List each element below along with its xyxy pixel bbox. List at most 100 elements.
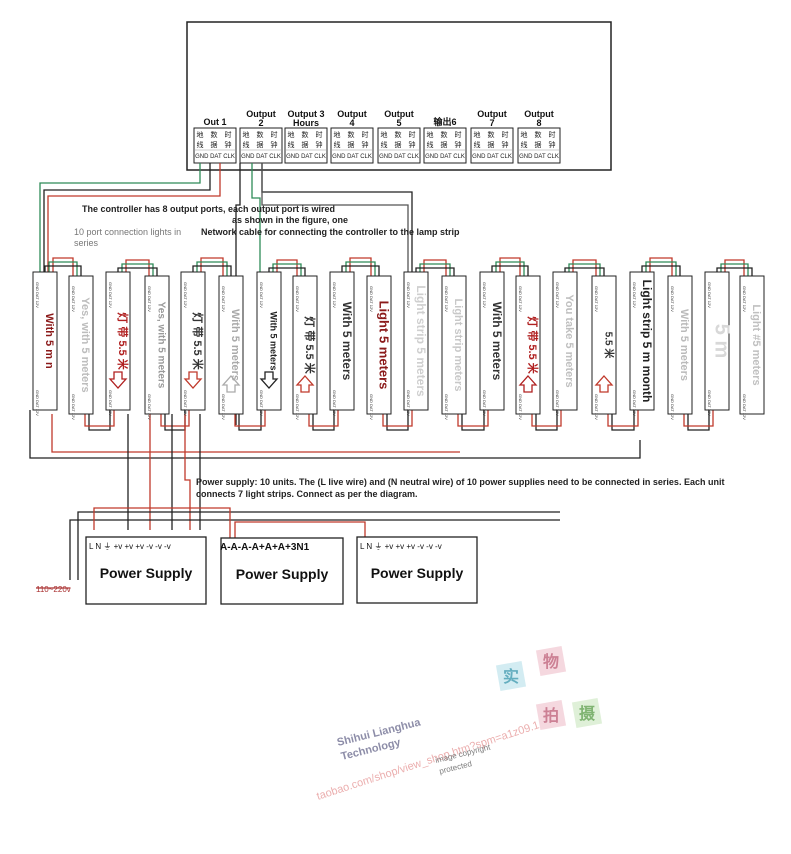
strip-pin-label-top: GND DAT 12V — [707, 282, 712, 308]
strip-body — [704, 271, 730, 411]
strip-pin-label-top: GND DAT 12V — [183, 282, 188, 308]
strip-body — [441, 275, 467, 415]
port-sublabel: 8 — [536, 118, 541, 128]
strip-pin-label-top: GND DAT 12V — [444, 286, 449, 312]
pin-label-top: 地 — [334, 130, 341, 139]
ac-link-wire — [234, 521, 366, 540]
port-terminal-block — [377, 127, 421, 164]
port-terminal-block — [423, 127, 467, 164]
strip-body — [739, 275, 765, 415]
strip-pin-label-bottom: GND DAT 12V — [632, 390, 637, 416]
power-bus-wire — [51, 414, 460, 453]
strip-link-wire-top — [341, 265, 380, 276]
pin-label-mid: 据 — [211, 140, 218, 149]
strip-pin-label-top: GND DAT 12V — [147, 286, 152, 312]
stamp-char: 拍 — [543, 706, 559, 725]
pin-label-bottom: GND DAT CLK — [332, 154, 372, 160]
strip-pin-label-top: GND DAT 12V — [555, 282, 560, 308]
port-label: Output — [384, 109, 414, 119]
strip-label: With 5 meters — [229, 309, 241, 381]
strip-link-wire-bottom — [535, 410, 558, 431]
strip-pin-label-top: GND DAT 12V — [406, 282, 411, 308]
strip-link-wire-top — [268, 267, 306, 276]
wiring-lines — [29, 163, 753, 589]
strip-pin-label-top: GND DAT 12V — [259, 282, 264, 308]
port-label: Out 1 — [203, 117, 226, 127]
pin-label-mid: 据 — [488, 140, 495, 149]
ports-note-line1: 10 port connection lights in — [74, 227, 181, 237]
stamp-char: 物 — [543, 652, 559, 671]
power-feed-wire — [184, 414, 191, 530]
strip-label: With 5 meters — [678, 309, 690, 381]
arrow-up-icon — [295, 375, 315, 393]
strip-pin-label-bottom: GND DAT 12V — [670, 394, 675, 420]
pin-label-mid: 据 — [535, 140, 542, 149]
port-label: Output — [337, 109, 367, 119]
strip-pin-label-bottom: GND DAT 12V — [108, 390, 113, 416]
power-note-line1: Power supply: 10 units. The (L live wire… — [196, 477, 724, 487]
strip-link-wire-bottom — [160, 410, 190, 427]
pin-label-top: 地 — [474, 130, 481, 139]
pin-label-bottom: GND DAT CLK — [519, 154, 559, 160]
port-sublabel: 5 — [396, 118, 401, 128]
strip-pin-label-bottom: GND DAT 12V — [35, 390, 40, 416]
strip-body — [329, 271, 355, 411]
power-bus-wire — [29, 410, 641, 459]
strip-link-wire-bottom — [457, 410, 489, 427]
strip-link-wire-top — [196, 261, 228, 276]
strip-pin-label-bottom: GND DAT 12V — [369, 394, 374, 420]
strip-pin-label-top: GND DAT 12V — [482, 282, 487, 308]
pin-label-top: 数 — [395, 130, 402, 139]
strip-label: Light strip meters — [452, 299, 464, 392]
strip-pin-label-bottom: GND DAT 12V — [332, 390, 337, 416]
port-terminal-block — [239, 127, 283, 164]
power-note-line2: connects 7 light strips. Connect as per … — [196, 489, 418, 499]
strip-pin-label-bottom: GND DAT 12V — [406, 390, 411, 416]
strip-body — [479, 271, 505, 411]
ac-neutral-wire — [77, 511, 560, 580]
stamp-tile — [535, 645, 567, 677]
strip-body — [180, 271, 206, 411]
stamp-tile — [535, 699, 567, 731]
pin-label-top: 地 — [381, 130, 388, 139]
network-cable-note: Network cable for connecting the control… — [201, 227, 460, 237]
port-sublabel: 7 — [489, 118, 494, 128]
strip-pin-label-top: GND DAT 12V — [632, 282, 637, 308]
pin-label-bottom: GND DAT CLK — [472, 154, 512, 160]
strip-pin-label-bottom: GND DAT 12V — [71, 394, 76, 420]
strip-pin-label-top: GND DAT 12V — [221, 286, 226, 312]
strip-link-wire-bottom — [312, 410, 335, 431]
strip-body — [68, 275, 94, 415]
strip-body — [256, 271, 282, 411]
arrow-up-icon — [221, 375, 241, 393]
pin-label-mid: 钟 — [271, 140, 278, 149]
strip-body — [667, 275, 693, 415]
port-terminal-block — [193, 127, 237, 164]
power-supply-box — [85, 536, 207, 605]
pin-label-top: 时 — [502, 130, 509, 139]
strip-body — [144, 275, 170, 415]
pin-label-top: 时 — [271, 130, 278, 139]
strip-pin-label-top: GND DAT 12V — [71, 286, 76, 312]
strip-label: Light strip 5 m month — [640, 280, 654, 403]
strip-link-wire-top — [495, 261, 525, 276]
strip-pin-label-top: GND DAT 12V — [594, 286, 599, 312]
pin-label-mid: 钟 — [316, 140, 323, 149]
strip-link-wire-bottom — [386, 410, 409, 431]
pin-label-top: 时 — [549, 130, 556, 139]
strip-link-wire-bottom — [461, 410, 485, 431]
watermark-stamp: 实物拍摄 — [495, 645, 603, 731]
stamp-tile — [495, 660, 527, 692]
strip-pin-label-bottom: GND DAT 12V — [221, 394, 226, 420]
